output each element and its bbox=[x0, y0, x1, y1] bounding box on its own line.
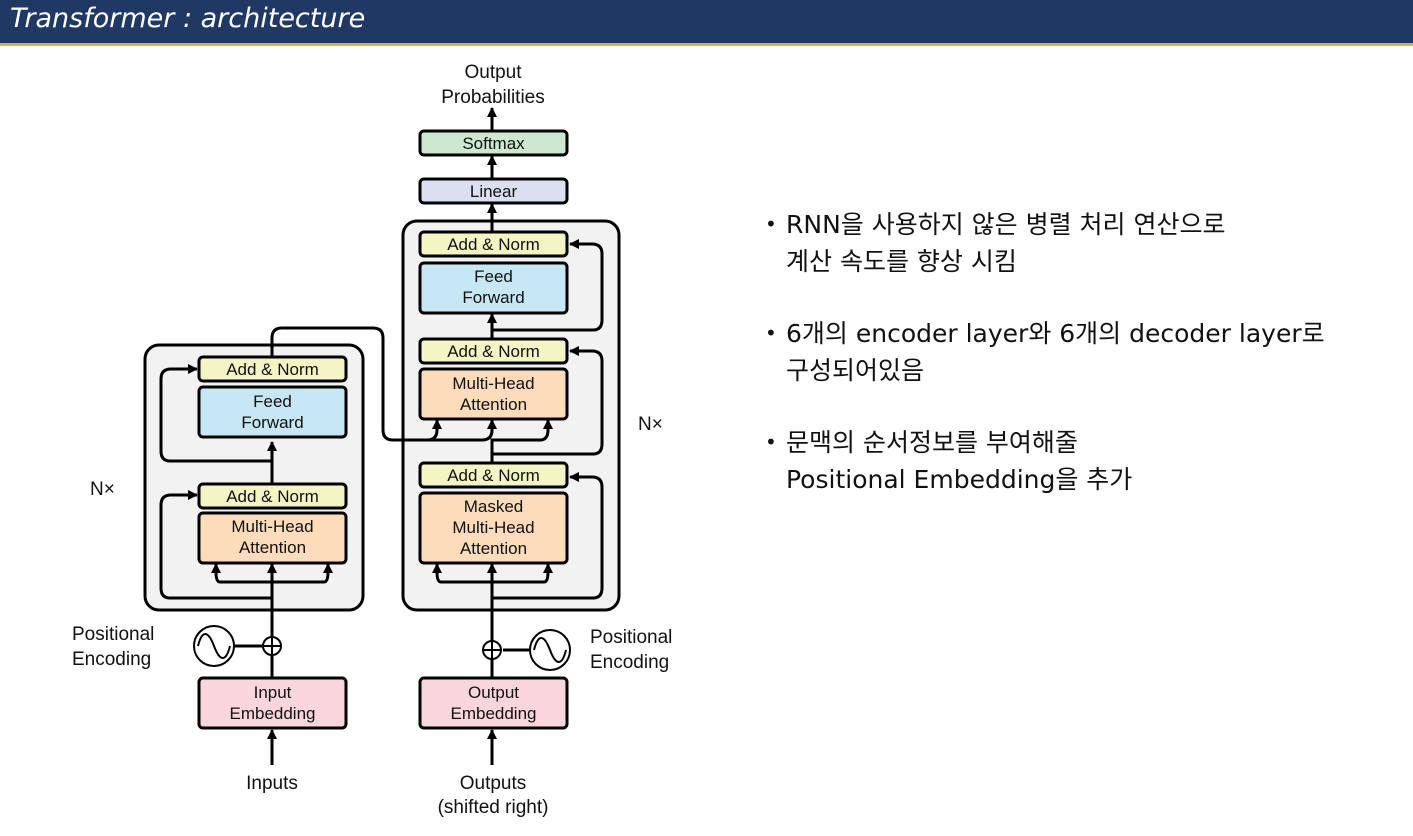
bullet-dot-icon: • bbox=[765, 321, 777, 345]
encoder-feed-forward bbox=[197, 385, 348, 439]
masked-attention-label-3: Attention bbox=[460, 539, 527, 558]
encoder-add-norm-top bbox=[197, 355, 348, 383]
decoder-add-norm-middle bbox=[418, 337, 569, 365]
decoder-nx-label: N× bbox=[638, 414, 663, 435]
encoder-feed-forward-label-1: Feed bbox=[253, 392, 292, 411]
encoder-add-norm-bottom-label: Add & Norm bbox=[226, 487, 319, 506]
decoder-feed-forward-label-1: Feed bbox=[474, 267, 513, 286]
encoder-add-icon bbox=[262, 636, 282, 656]
title-bar: Transformer : architecture bbox=[0, 0, 1413, 46]
decoder-multi-head-attention bbox=[418, 367, 569, 421]
decoder-add-norm-bottom bbox=[418, 461, 569, 489]
linear-label: Linear bbox=[470, 182, 518, 201]
encoder-feed-forward-label-2: Forward bbox=[241, 413, 303, 432]
bullet-text: 계산 속도를 향상 시킴 bbox=[786, 247, 1017, 276]
bullet-text: Positional Embedding을 추가 bbox=[786, 465, 1133, 494]
bullet-text: 문맥의 순서정보를 부여해줄 bbox=[786, 428, 1078, 457]
connection-lines bbox=[159, 106, 604, 765]
output-embedding-label-2: Embedding bbox=[450, 704, 536, 723]
encoder-add-norm-top-label: Add & Norm bbox=[226, 360, 319, 379]
input-embedding-label-2: Embedding bbox=[229, 704, 315, 723]
bullet-text: RNN을 사용하지 않은 병렬 처리 연산으로 bbox=[786, 210, 1226, 239]
encoder-attention-label-1: Multi-Head bbox=[231, 517, 313, 536]
output-probabilities-label-1: Output bbox=[464, 62, 522, 83]
bullet-item: • 6개의 encoder layer와 6개의 decoder layer로 … bbox=[765, 315, 1410, 389]
decoder-masked-multi-head-attention bbox=[418, 491, 569, 565]
decoder-positional-encoding-icon bbox=[529, 629, 571, 671]
decoder-feed-forward-label-2: Forward bbox=[462, 288, 524, 307]
decoder-add-norm-top bbox=[418, 230, 569, 258]
bullet-text: 6개의 encoder layer와 6개의 decoder layer로 bbox=[786, 319, 1325, 348]
outputs-label-1: Outputs bbox=[460, 773, 527, 794]
inputs-label: Inputs bbox=[246, 773, 298, 794]
bullet-item: • RNN을 사용하지 않은 병렬 처리 연산으로 계산 속도를 향상 시킴 bbox=[765, 206, 1410, 280]
encoder-positional-encoding-icon bbox=[193, 625, 235, 667]
bullet-dot-icon: • bbox=[765, 212, 777, 236]
decoder-attention-label-1: Multi-Head bbox=[452, 374, 534, 393]
decoder-positional-label-1: Positional bbox=[590, 627, 672, 648]
decoder-add-norm-middle-label: Add & Norm bbox=[447, 342, 540, 361]
outputs-label-2: (shifted right) bbox=[438, 797, 549, 818]
encoder-add-norm-bottom bbox=[197, 482, 348, 510]
bullet-text: 구성되어있음 bbox=[786, 356, 925, 385]
bullet-dot-icon: • bbox=[765, 430, 777, 454]
input-embedding bbox=[197, 676, 348, 730]
encoder-positional-label-2: Encoding bbox=[72, 649, 151, 670]
decoder-attention-label-2: Attention bbox=[460, 395, 527, 414]
decoder-feed-forward bbox=[418, 261, 569, 315]
decoder-positional-label-2: Encoding bbox=[590, 652, 669, 673]
encoder-stack bbox=[143, 343, 365, 612]
softmax-label: Softmax bbox=[462, 134, 525, 153]
encoder-multi-head-attention bbox=[197, 511, 348, 565]
linear-layer bbox=[418, 177, 569, 205]
decoder-add-norm-bottom-label: Add & Norm bbox=[447, 466, 540, 485]
decoder-add-norm-top-label: Add & Norm bbox=[447, 235, 540, 254]
masked-attention-label-2: Multi-Head bbox=[452, 518, 534, 537]
output-probabilities-label-2: Probabilities bbox=[441, 87, 545, 108]
bullet-item: • 문맥의 순서정보를 부여해줄 Positional Embedding을 추… bbox=[765, 424, 1410, 498]
masked-attention-label-1: Masked bbox=[464, 497, 524, 516]
softmax-layer bbox=[418, 129, 569, 157]
output-embedding bbox=[418, 676, 569, 730]
page-title: Transformer : architecture bbox=[10, 3, 366, 34]
encoder-attention-label-2: Attention bbox=[239, 538, 306, 557]
encoder-nx-label: N× bbox=[90, 479, 115, 500]
input-embedding-label-1: Input bbox=[254, 683, 292, 702]
decoder-add-icon bbox=[482, 640, 502, 660]
encoder-positional-label-1: Positional bbox=[72, 624, 154, 645]
bullet-list: • RNN을 사용하지 않은 병렬 처리 연산으로 계산 속도를 향상 시킴 •… bbox=[765, 206, 1410, 533]
output-embedding-label-1: Output bbox=[468, 683, 519, 702]
